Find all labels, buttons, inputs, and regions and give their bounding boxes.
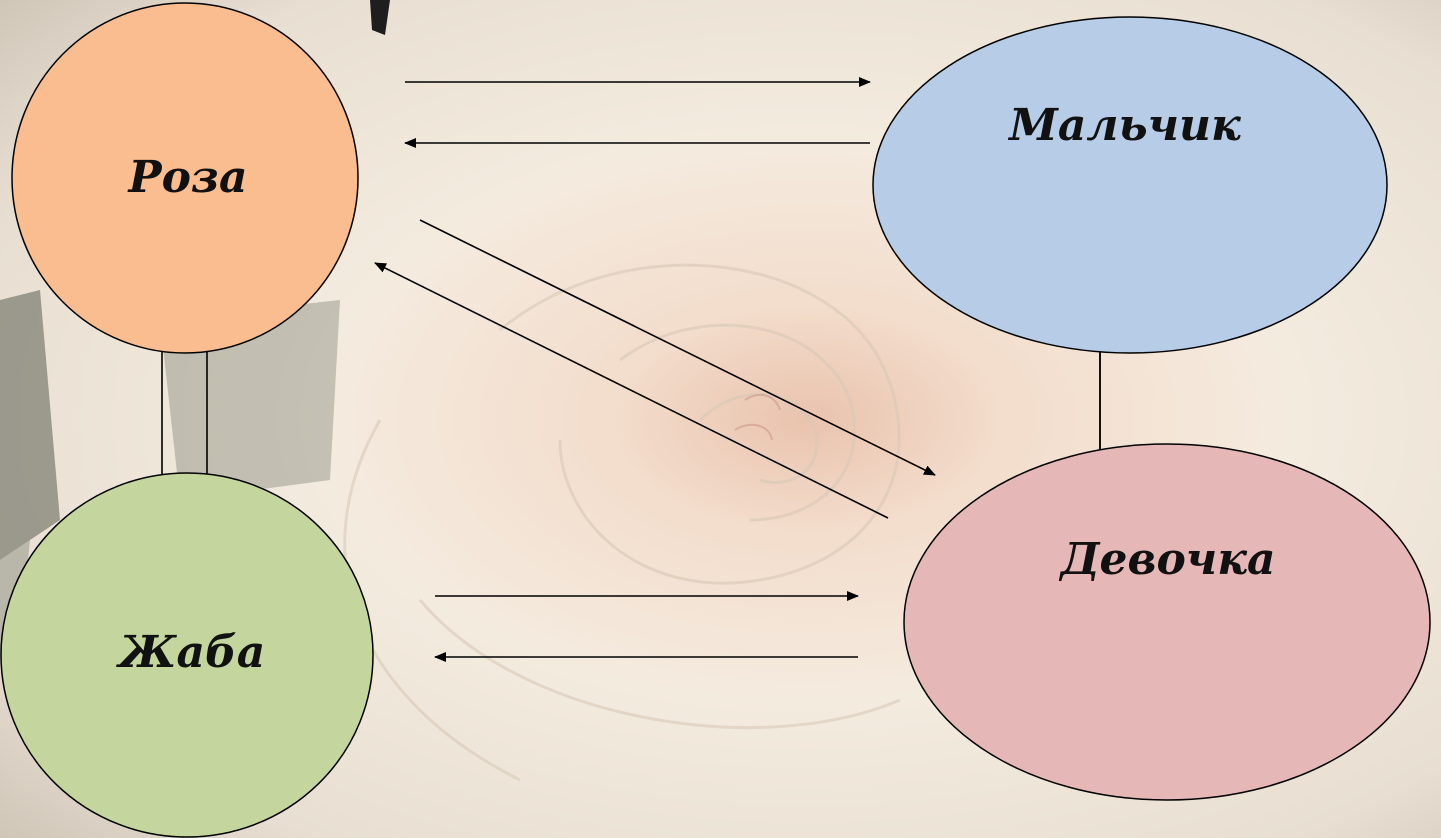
node-toad: Жаба [1, 473, 373, 837]
node-boy-label: Мальчик [1007, 100, 1241, 151]
node-girl-shape [904, 444, 1430, 800]
node-girl-label: Девочка [1058, 534, 1275, 585]
node-girl: Девочка [904, 444, 1430, 800]
node-boy: Мальчик [873, 17, 1387, 353]
node-toad-label: Жаба [116, 627, 266, 678]
node-rose-label: Роза [126, 152, 247, 203]
node-rose: Роза [12, 3, 358, 353]
node-boy-shape [873, 17, 1387, 353]
